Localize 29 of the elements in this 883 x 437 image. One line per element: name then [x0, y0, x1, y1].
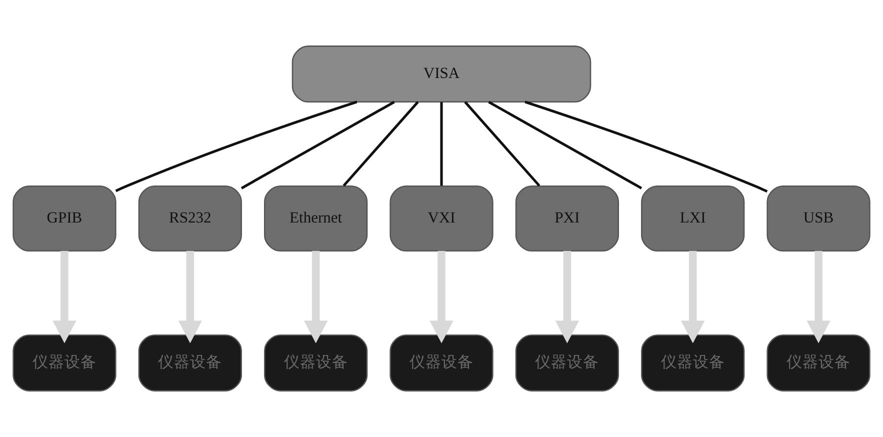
arrow	[178, 250, 202, 344]
node-box: 仪器设备	[390, 334, 494, 392]
connector	[464, 101, 540, 187]
connector	[440, 102, 443, 186]
connector	[488, 100, 642, 190]
node-box: 仪器设备	[766, 334, 870, 392]
node-box: 仪器设备	[12, 334, 116, 392]
arrow	[52, 250, 76, 344]
node-box: 仪器设备	[641, 334, 745, 392]
connector	[342, 101, 419, 187]
node-box: USB	[766, 185, 870, 252]
arrow	[555, 250, 580, 344]
node-box: LXI	[641, 185, 745, 252]
arrow	[304, 250, 328, 344]
node-box: 仪器设备	[264, 334, 368, 392]
node-box: 仪器设备	[515, 334, 619, 392]
node-box: 仪器设备	[138, 334, 242, 392]
node-box: VISA	[292, 46, 592, 103]
node-box: RS232	[138, 185, 242, 252]
node-box: PXI	[515, 185, 619, 252]
arrow	[806, 250, 830, 344]
node-box: Ethernet	[264, 185, 368, 252]
arrow	[430, 250, 454, 344]
connector	[115, 100, 358, 192]
arrow	[680, 250, 705, 344]
connector	[240, 100, 395, 190]
node-box: GPIB	[12, 185, 116, 252]
connector	[524, 100, 768, 193]
node-box: VXI	[390, 185, 494, 252]
